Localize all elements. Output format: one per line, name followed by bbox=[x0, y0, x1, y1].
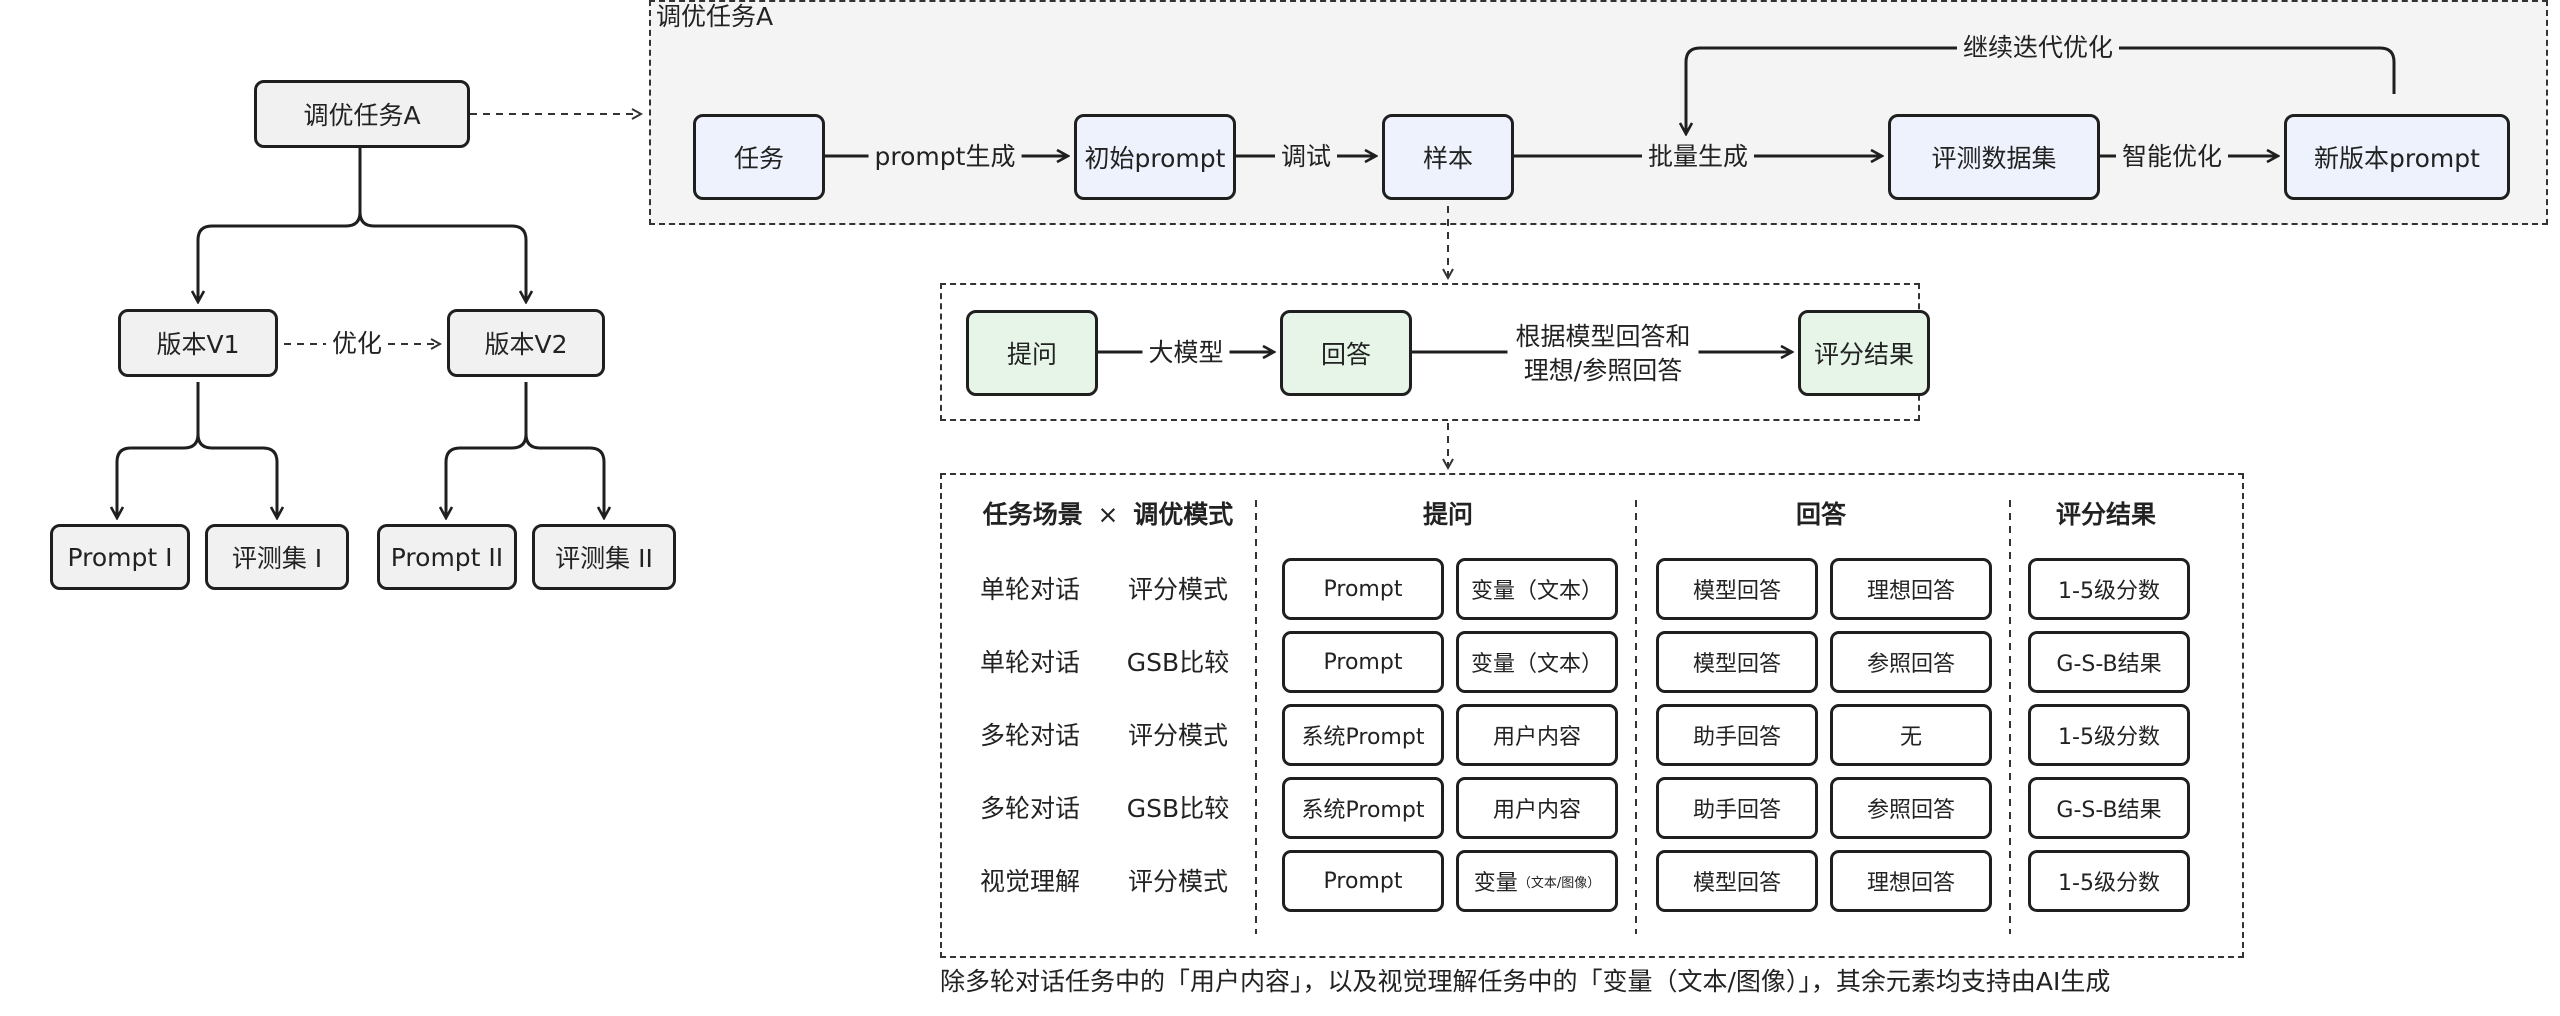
iterate-label: 继续迭代优化 bbox=[1956, 33, 2120, 63]
variable-cell: 变量 （文本/图像） bbox=[1456, 850, 1618, 912]
variable-cell: 用户内容 bbox=[1456, 704, 1618, 766]
version-v1-node: 版本V1 bbox=[118, 309, 278, 377]
header-answer: 回答 bbox=[1795, 500, 1847, 529]
question-cell: 系统Prompt bbox=[1282, 777, 1444, 839]
eval-dataset-node: 评测数据集 bbox=[1888, 114, 2100, 200]
variable-cell-sub: （文本/图像） bbox=[1517, 875, 1601, 891]
answer-cell: 助手回答 bbox=[1656, 704, 1818, 766]
answer-node: 回答 bbox=[1280, 310, 1412, 396]
result-cell: G-S-B结果 bbox=[2028, 631, 2190, 693]
llm-label: 大模型 bbox=[1142, 338, 1230, 368]
header-scene-mode: 任务场景 × 调优模式 bbox=[983, 495, 1233, 531]
result-cell: 1-5级分数 bbox=[2028, 704, 2190, 766]
version-v2-node: 版本V2 bbox=[447, 309, 605, 377]
optimize-label: 优化 bbox=[325, 329, 389, 359]
evalset-2-node: 评测集 II bbox=[532, 524, 676, 590]
smart-opt-label: 智能优化 bbox=[2115, 142, 2229, 172]
variable-cell: 用户内容 bbox=[1456, 777, 1618, 839]
row-mode: 评分模式 bbox=[1127, 867, 1229, 896]
header-question: 提问 bbox=[1422, 500, 1474, 529]
row-scene: 多轮对话 bbox=[979, 721, 1081, 750]
mode-table-region bbox=[940, 473, 2244, 958]
reference-cell: 参照回答 bbox=[1830, 777, 1992, 839]
tree-root-task: 调优任务A bbox=[254, 80, 470, 148]
reference-cell: 参照回答 bbox=[1830, 631, 1992, 693]
debug-label: 调试 bbox=[1274, 142, 1338, 172]
answer-cell: 助手回答 bbox=[1656, 777, 1818, 839]
row-scene: 单轮对话 bbox=[979, 575, 1081, 604]
initial-prompt-node: 初始prompt bbox=[1074, 114, 1236, 200]
question-cell: Prompt bbox=[1282, 631, 1444, 693]
task-node: 任务 bbox=[693, 114, 825, 200]
sample-node: 样本 bbox=[1382, 114, 1514, 200]
answer-cell: 模型回答 bbox=[1656, 631, 1818, 693]
score-result-node: 评分结果 bbox=[1798, 310, 1930, 396]
reference-cell: 理想回答 bbox=[1830, 850, 1992, 912]
header-times: × bbox=[1097, 500, 1119, 529]
result-cell: G-S-B结果 bbox=[2028, 777, 2190, 839]
result-cell: 1-5级分数 bbox=[2028, 558, 2190, 620]
row-mode: GSB比较 bbox=[1126, 648, 1230, 677]
criteria-line-2: 理想/参照回答 bbox=[1523, 356, 1683, 385]
prompt-2-node: Prompt II bbox=[377, 524, 517, 590]
row-mode: 评分模式 bbox=[1127, 575, 1229, 604]
result-cell: 1-5级分数 bbox=[2028, 850, 2190, 912]
question-cell: Prompt bbox=[1282, 850, 1444, 912]
question-cell: 系统Prompt bbox=[1282, 704, 1444, 766]
row-scene: 视觉理解 bbox=[979, 867, 1081, 896]
question-node: 提问 bbox=[966, 310, 1098, 396]
row-scene: 单轮对话 bbox=[979, 648, 1081, 677]
criteria-label: 根据模型回答和 理想/参照回答 bbox=[1507, 320, 1699, 388]
answer-cell: 模型回答 bbox=[1656, 558, 1818, 620]
reference-cell: 无 bbox=[1830, 704, 1992, 766]
header-mode: 调优模式 bbox=[1133, 500, 1234, 529]
tuning-task-region bbox=[649, 0, 2548, 225]
question-cell: Prompt bbox=[1282, 558, 1444, 620]
answer-cell: 模型回答 bbox=[1656, 850, 1818, 912]
criteria-line-1: 根据模型回答和 bbox=[1515, 322, 1691, 351]
prompt-gen-label: prompt生成 bbox=[868, 142, 1022, 172]
footnote: 除多轮对话任务中的「用户内容」，以及视觉理解任务中的「变量（文本/图像）」，其余… bbox=[940, 967, 2111, 996]
new-prompt-node: 新版本prompt bbox=[2284, 114, 2510, 200]
variable-cell-main: 变量 bbox=[1473, 871, 1518, 896]
header-scene: 任务场景 bbox=[982, 500, 1083, 529]
variable-cell: 变量（文本） bbox=[1456, 558, 1618, 620]
reference-cell: 理想回答 bbox=[1830, 558, 1992, 620]
row-mode: GSB比较 bbox=[1126, 794, 1230, 823]
row-mode: 评分模式 bbox=[1127, 721, 1229, 750]
header-result: 评分结果 bbox=[2055, 500, 2157, 529]
prompt-1-node: Prompt I bbox=[50, 524, 190, 590]
row-scene: 多轮对话 bbox=[979, 794, 1081, 823]
batch-gen-label: 批量生成 bbox=[1641, 142, 1755, 172]
region-title: 调优任务A bbox=[656, 2, 774, 31]
evalset-1-node: 评测集 I bbox=[205, 524, 349, 590]
variable-cell: 变量（文本） bbox=[1456, 631, 1618, 693]
